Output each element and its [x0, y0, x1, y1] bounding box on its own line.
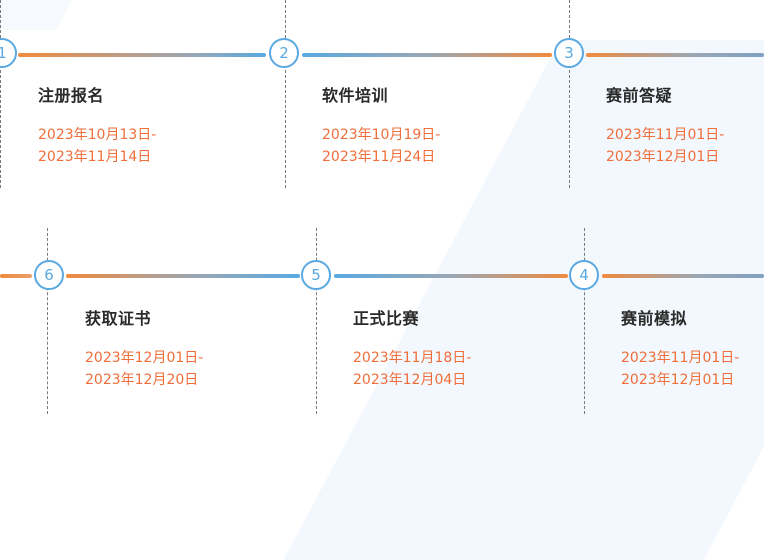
step-date-end: 2023年11月14日: [38, 149, 152, 165]
background-diagonal-shape: [283, 40, 764, 560]
step-number-circle: 4: [569, 260, 599, 290]
step-divider: [584, 228, 585, 414]
step-number-circle: 5: [301, 260, 331, 290]
step-divider: [285, 0, 286, 188]
step-date-start: 2023年11月01日-: [606, 127, 725, 143]
timeline-line-segment: [602, 274, 764, 278]
step-date-start: 2023年11月18日-: [353, 350, 472, 366]
step-title: 获取证书: [85, 309, 152, 328]
timeline-line-segment: [302, 53, 552, 57]
step-divider: [47, 228, 48, 414]
step-date-end: 2023年11月24日: [322, 149, 436, 165]
step-date-start: 2023年12月01日-: [85, 350, 204, 366]
step-number-circle: 2: [269, 38, 299, 68]
timeline-line-segment: [66, 274, 300, 278]
step-title: 赛前模拟: [621, 309, 688, 328]
step-title: 正式比赛: [353, 309, 420, 328]
background-corner-shape: [0, 0, 104, 30]
step-date-end: 2023年12月01日: [606, 149, 720, 165]
step-title: 注册报名: [38, 86, 105, 105]
timeline-line-segment: [334, 274, 568, 278]
step-divider: [569, 0, 570, 188]
step-date-start: 2023年10月19日-: [322, 127, 441, 143]
step-divider: [0, 0, 1, 188]
step-number-circle: 3: [554, 38, 584, 68]
timeline-line-segment: [586, 53, 764, 57]
step-date-end: 2023年12月01日: [621, 372, 735, 388]
step-date-end: 2023年12月20日: [85, 372, 199, 388]
step-date-end: 2023年12月04日: [353, 372, 467, 388]
timeline-line-segment: [0, 274, 32, 278]
timeline-line-segment: [18, 53, 266, 57]
step-divider: [316, 228, 317, 414]
step-number-circle: 1: [0, 38, 17, 68]
step-number-circle: 6: [34, 260, 64, 290]
step-date-start: 2023年11月01日-: [621, 350, 740, 366]
step-title: 软件培训: [322, 86, 389, 105]
step-date-start: 2023年10月13日-: [38, 127, 157, 143]
step-title: 赛前答疑: [606, 86, 673, 105]
